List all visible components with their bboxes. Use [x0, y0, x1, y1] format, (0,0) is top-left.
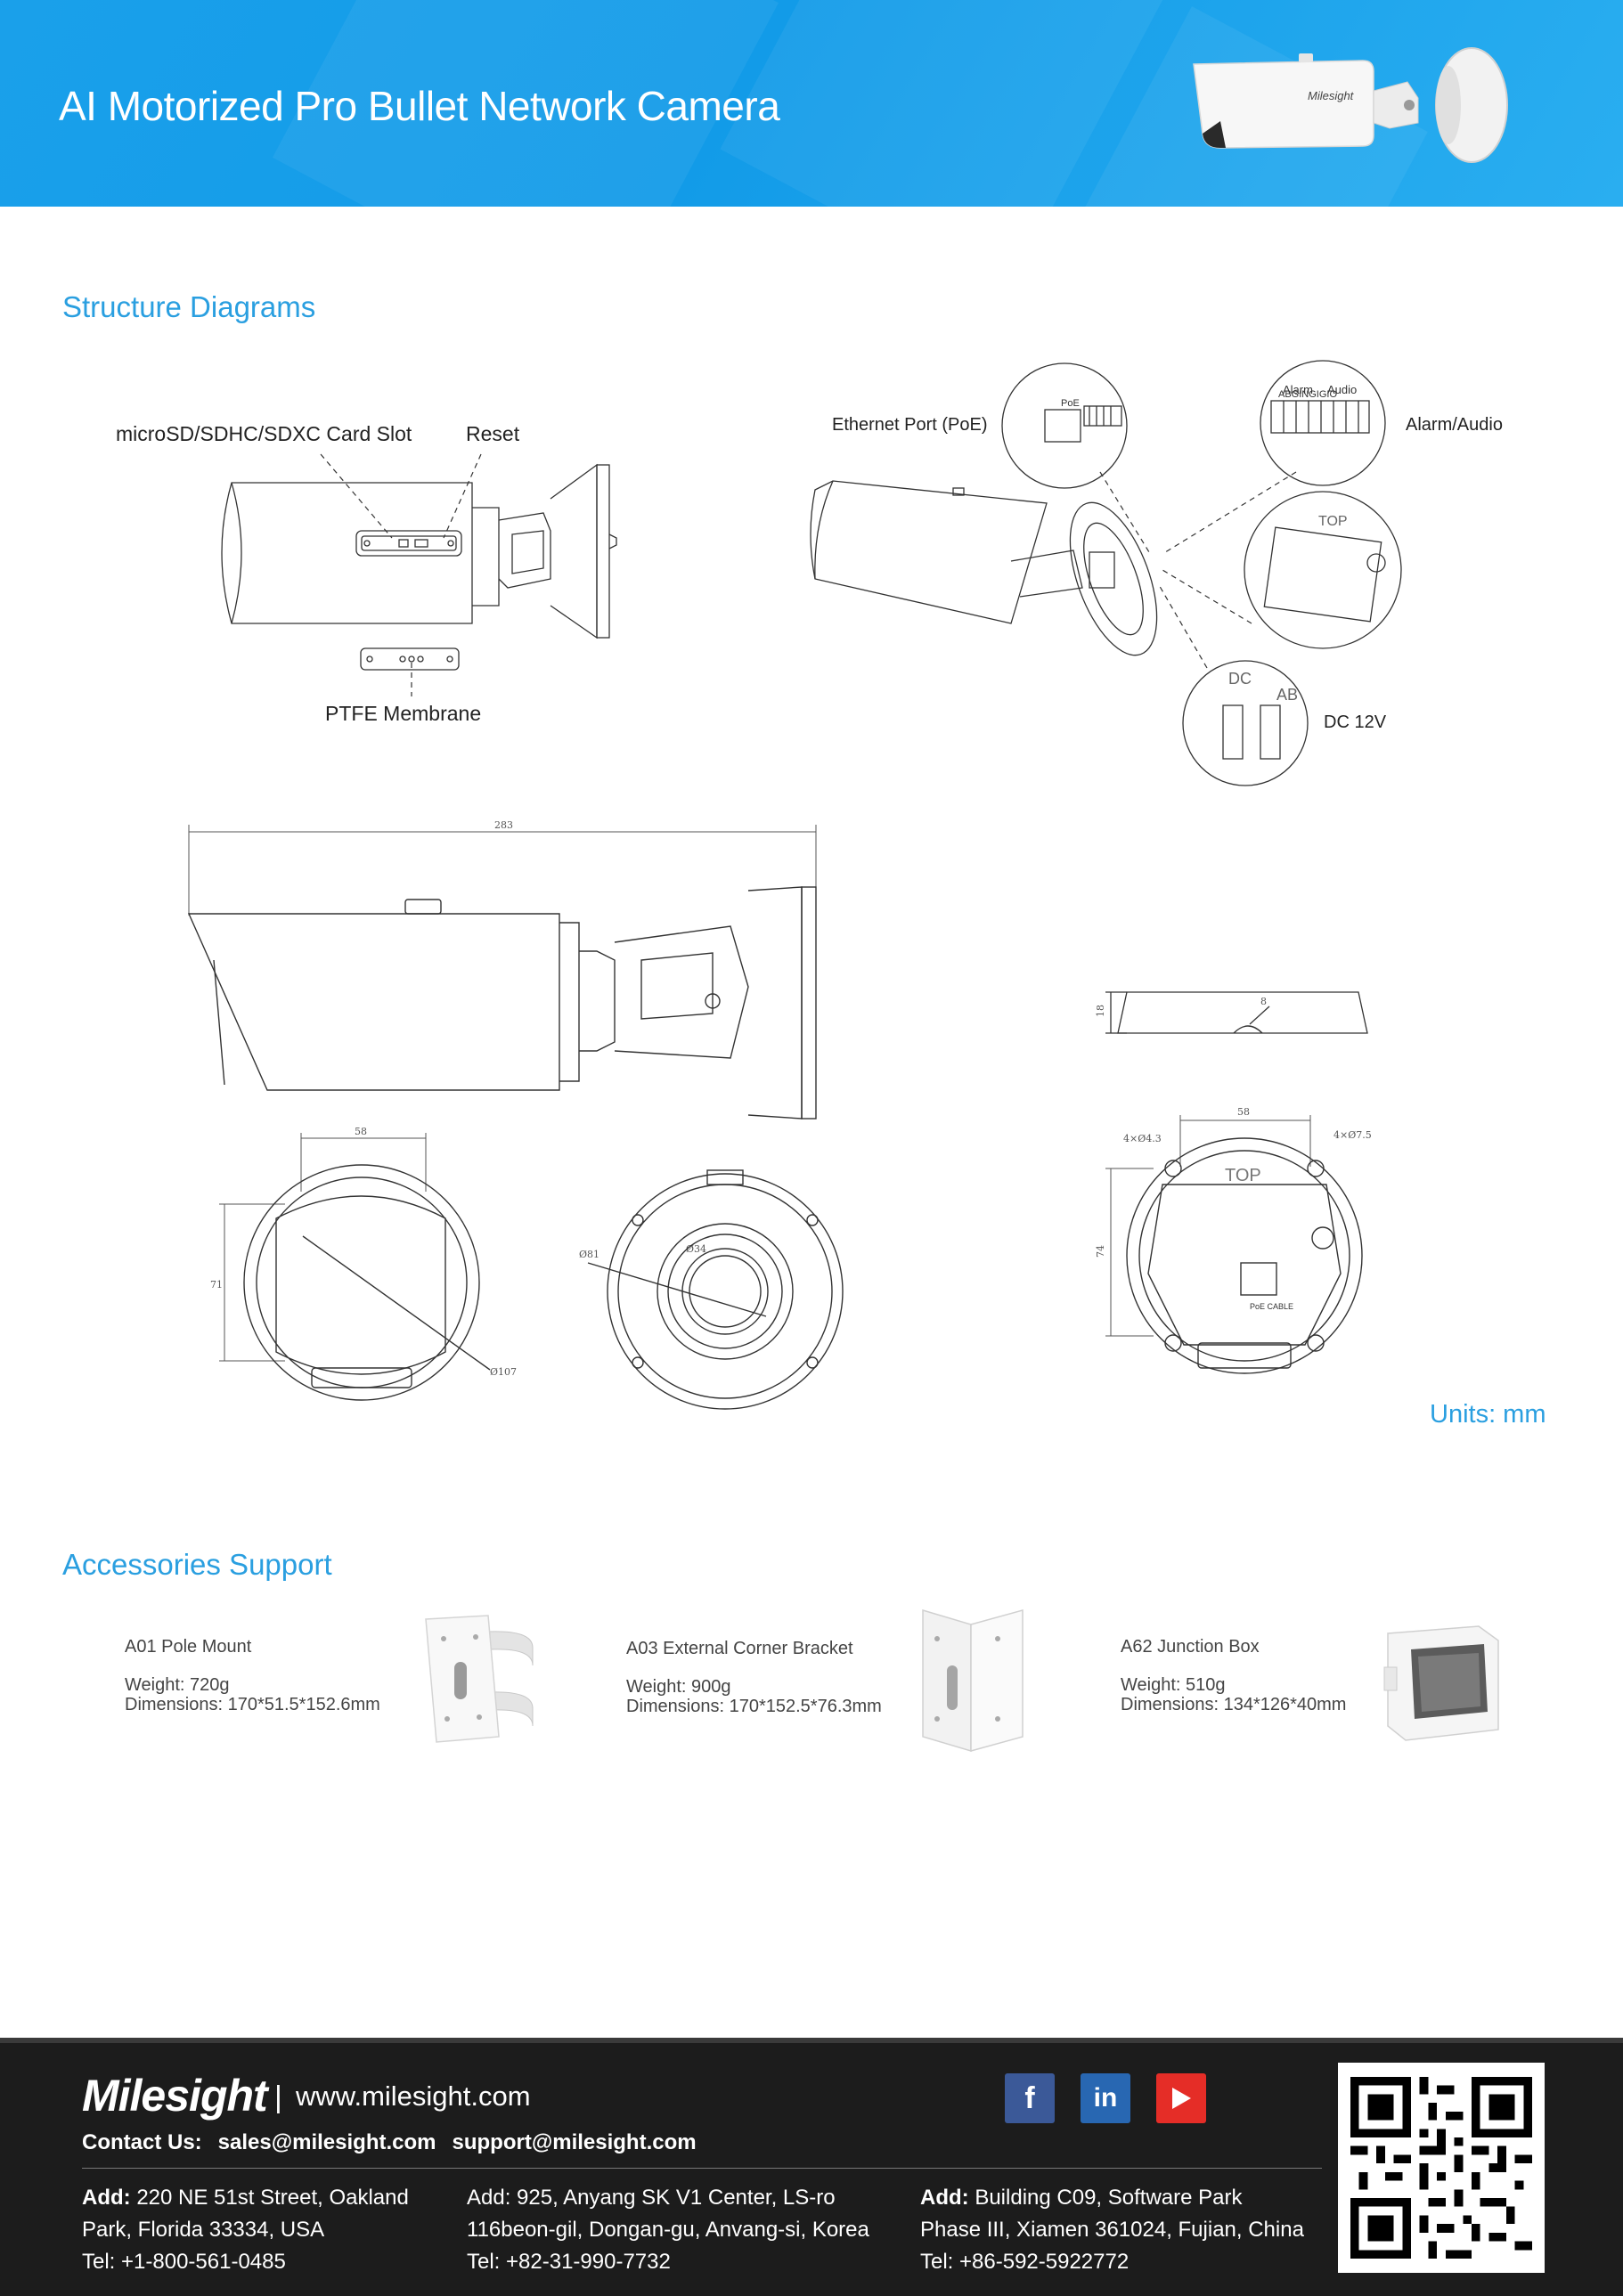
dim-length: 283	[494, 819, 513, 831]
support-email-link[interactable]: support@milesight.com	[452, 2130, 697, 2154]
website-link[interactable]: www.milesight.com	[296, 2080, 531, 2112]
logo-separator: |	[274, 2080, 282, 2114]
address-usa: Add: 220 NE 51st Street, Oakland Park, F…	[82, 2182, 409, 2278]
accessory-name: A01 Pole Mount	[125, 1637, 252, 1657]
address-line: Building C09, Software Park	[975, 2186, 1243, 2210]
alarm-audio-label: Alarm/Audio	[1406, 415, 1503, 435]
accessory-corner-bracket: A03 External Corner Bracket Weight: 900g…	[626, 1639, 882, 1716]
accessory-pole-mount: A01 Pole Mount Weight: 720g Dimensions: …	[125, 1637, 380, 1714]
address-china: Add: Building C09, Software Park Phase I…	[920, 2182, 1304, 2278]
zoom-dc-text: DC	[1228, 670, 1252, 688]
structure-diagrams-heading: Structure Diagrams	[62, 290, 316, 323]
address-line: Phase III, Xiamen 361024, Fujian, China	[920, 2218, 1304, 2242]
footer-divider	[82, 2168, 1322, 2169]
address-tel: Tel: +82-31-990-7732	[467, 2250, 671, 2274]
dim-box-small: 8	[1260, 996, 1267, 1007]
camera-dimension-drawings: 283 58 71 Ø107 Ø81 Ø34	[187, 819, 844, 1410]
dim-hole-left: 4×Ø4.3	[1123, 1133, 1162, 1144]
accessories-heading: Accessories Support	[62, 1548, 332, 1581]
reset-label: Reset	[466, 422, 520, 445]
ptfe-membrane-label: PTFE Membrane	[325, 702, 482, 725]
zoom-audio-text: Audio	[1327, 383, 1357, 396]
accessory-dimensions: Dimensions: 170*152.5*76.3mm	[626, 1697, 882, 1716]
corner-bracket-image	[922, 1608, 1024, 1753]
junction-box-dimension-drawings: 18 8 58 74 4×Ø4.3 4×Ø7.5 TOP PoE CABLE	[1095, 991, 1372, 1374]
header-banner: AI Motorized Pro Bullet Network Camera M…	[0, 0, 1623, 207]
contact-label: Contact Us:	[82, 2130, 202, 2154]
facebook-glyph: f	[1024, 2080, 1035, 2115]
address-korea: Add: 925, Anyang SK V1 Center, LS-ro 116…	[467, 2182, 869, 2278]
address-line: 116beon-gil, Dongan-gu, Anvang-si, Korea	[467, 2218, 869, 2242]
accessory-dimensions: Dimensions: 134*126*40mm	[1121, 1695, 1347, 1714]
camera-brand-label: Milesight	[1308, 89, 1355, 102]
zoom-ab-text: AB	[1276, 686, 1298, 704]
address-label: Add:	[467, 2186, 511, 2210]
qr-code[interactable]	[1338, 2063, 1545, 2273]
milesight-logo: Milesight	[82, 2071, 268, 2121]
accessory-dimensions: Dimensions: 170*51.5*152.6mm	[125, 1695, 380, 1714]
camera-structure-side-view	[221, 453, 617, 696]
address-label: Add:	[920, 2186, 969, 2210]
contact-line: Contact Us: sales@milesight.com support@mi…	[82, 2130, 713, 2155]
dim-hole-right: 4×Ø7.5	[1333, 1129, 1372, 1141]
units-label: Units: mm	[1430, 1400, 1546, 1429]
youtube-icon[interactable]	[1156, 2073, 1206, 2123]
dim-box-height: 18	[1095, 1005, 1106, 1017]
pole-mount-image	[425, 1615, 534, 1743]
address-tel: Tel: +86-592-5922772	[920, 2250, 1130, 2274]
dim-front-diameter: Ø81	[579, 1249, 599, 1260]
qr-code-pattern	[1350, 2077, 1532, 2259]
dim-mount-height: 71	[210, 1279, 223, 1290]
accessory-weight: Weight: 720g	[125, 1675, 230, 1695]
dc-12v-label: DC 12V	[1324, 712, 1387, 732]
address-tel: Tel: +1-800-561-0485	[82, 2250, 286, 2274]
dim-box-width: 58	[1237, 1106, 1250, 1118]
play-icon	[1172, 2088, 1191, 2109]
address-line: 925, Anyang SK V1 Center, LS-ro	[517, 2186, 836, 2210]
junction-box-image	[1383, 1625, 1499, 1741]
page-title: AI Motorized Pro Bullet Network Camera	[59, 83, 780, 129]
footer: Milesight | www.milesight.com Contact Us…	[0, 2038, 1623, 2296]
accessory-name: A62 Junction Box	[1121, 1637, 1260, 1657]
card-slot-label: microSD/SDHC/SDXC Card Slot	[116, 422, 412, 445]
address-line: 220 NE 51st Street, Oakland	[136, 2186, 409, 2210]
footer-topline	[0, 2038, 1623, 2043]
camera-product-image: Milesight	[1193, 47, 1508, 163]
accessory-weight: Weight: 900g	[626, 1677, 731, 1697]
zoom-poe-text: PoE	[1061, 398, 1080, 409]
ethernet-port-label: Ethernet Port (PoE)	[832, 415, 988, 435]
accessory-weight: Weight: 510g	[1121, 1675, 1226, 1695]
dim-box-depth: 74	[1095, 1245, 1106, 1258]
address-label: Add:	[82, 2186, 131, 2210]
dim-mount-width: 58	[355, 1126, 367, 1137]
linkedin-glyph: in	[1093, 2083, 1118, 2113]
box-top-text: TOP	[1225, 1166, 1261, 1185]
address-line: Park, Florida 33334, USA	[82, 2218, 325, 2242]
box-poe-cable-text: PoE CABLE	[1250, 1302, 1293, 1311]
linkedin-icon[interactable]: in	[1081, 2073, 1130, 2123]
sales-email-link[interactable]: sales@milesight.com	[217, 2130, 436, 2154]
zoom-alarm-text: Alarm	[1283, 383, 1313, 396]
dim-mount-diameter: Ø107	[490, 1366, 517, 1378]
facebook-icon[interactable]: f	[1005, 2073, 1055, 2123]
accessory-junction-box: A62 Junction Box Weight: 510g Dimensions…	[1121, 1637, 1346, 1714]
zoom-pins-text: ABGINGIGIO	[1278, 389, 1337, 400]
accessory-name: A03 External Corner Bracket	[626, 1639, 853, 1658]
zoom-top-text: TOP	[1318, 514, 1348, 529]
camera-connector-diagram: Alarm Audio ABGINGIGIO PoE TOP DC AB	[810, 360, 1402, 786]
dim-lens-diameter: Ø34	[686, 1243, 706, 1255]
